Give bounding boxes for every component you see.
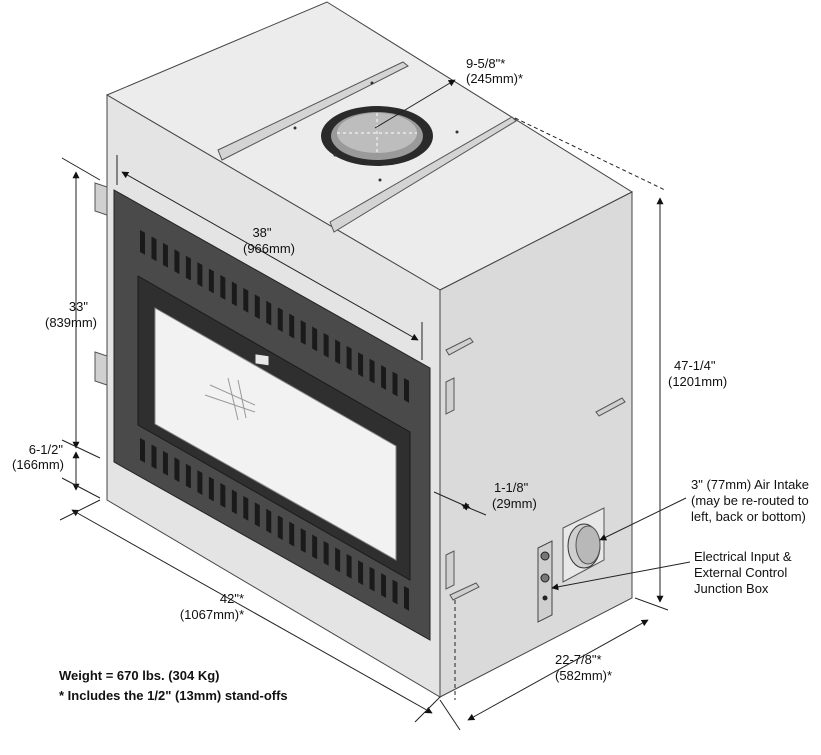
dim-line-22	[467, 619, 649, 721]
louver-slot	[404, 586, 409, 611]
louver-slot	[254, 502, 260, 528]
dim-6-metric: (166mm)	[12, 457, 64, 472]
dim-47-label: 47-1/4"	[674, 358, 716, 373]
dim-6-label: 6-1/2"	[29, 442, 64, 457]
dim-line-flue	[374, 79, 456, 129]
louver-slot	[358, 352, 364, 378]
flue-collar	[321, 106, 433, 166]
louver-slot	[151, 444, 157, 470]
louver-slot	[162, 450, 168, 476]
dim-line-38	[121, 171, 419, 341]
louver-slot	[289, 521, 295, 547]
air-intake	[562, 507, 605, 583]
dim-38-metric: (966mm)	[243, 241, 295, 256]
louver-slot	[174, 457, 180, 483]
dim-ext-42-left	[59, 499, 101, 521]
elec-label-2: External Control	[694, 565, 787, 580]
louver-slot	[254, 294, 260, 320]
air-intake-label-2: (may be re-routed to	[691, 493, 809, 508]
louver-slot	[243, 495, 249, 521]
louver-slot	[208, 476, 214, 502]
louver-slot	[231, 489, 237, 515]
dim-47-metric: (1201mm)	[668, 374, 727, 389]
louver-slot	[140, 230, 145, 255]
top-rail-left	[217, 61, 409, 161]
louver-slot	[369, 566, 375, 592]
standoff-note: * Includes the 1/2" (13mm) stand-offs	[59, 688, 288, 703]
louver-slot	[289, 313, 295, 339]
door-latch[interactable]	[254, 353, 270, 367]
louver-slot	[140, 438, 145, 463]
louver-slot	[174, 249, 180, 275]
louver-slot	[323, 332, 329, 358]
dim-42-metric: (1067mm)*	[180, 607, 244, 622]
louver-slot	[381, 573, 387, 598]
louver-slot	[197, 262, 203, 287]
dim-line-42	[71, 509, 433, 714]
dim-ext-33-bottom	[61, 439, 101, 459]
louver-slot	[220, 275, 226, 300]
elec-label-3: Junction Box	[694, 581, 769, 596]
dim-flue-metric: (245mm)*	[466, 71, 523, 86]
dim-ext-22-corner	[439, 699, 461, 731]
side-tabs	[445, 337, 626, 601]
dim-ext-6-bottom	[61, 477, 101, 499]
dim-ext-42-right	[414, 696, 441, 723]
louver-slot	[346, 345, 352, 371]
glass-reflection-icon	[204, 377, 256, 421]
dim-33-label: 33"	[69, 299, 88, 314]
air-intake-label-1: 3" (77mm) Air Intake	[691, 477, 809, 492]
dim-line-118b	[461, 504, 487, 516]
louver-slot	[312, 326, 318, 352]
weight-note: Weight = 670 lbs. (304 Kg)	[59, 668, 220, 683]
louver-slot	[335, 547, 341, 573]
louver-slot	[277, 307, 283, 333]
dim-118-label: 1-1/8"	[494, 480, 529, 495]
louver-slot	[197, 470, 203, 495]
dim-38-label: 38"	[252, 225, 271, 240]
elec-label-1: Electrical Input &	[694, 549, 792, 564]
louver-slot	[162, 242, 168, 268]
dim-ext-47-bottom	[634, 597, 669, 611]
dim-118-metric: (29mm)	[492, 496, 537, 511]
dim-42-label: 42"*	[220, 591, 244, 606]
louver-slot	[266, 300, 272, 326]
louver-slot	[300, 528, 306, 553]
louver-slot	[220, 483, 226, 508]
dim-ext-33-top	[61, 157, 101, 181]
louver-slot	[392, 579, 398, 605]
louver-slot	[323, 540, 329, 566]
leader-air	[599, 497, 687, 541]
louver-slot	[151, 236, 157, 262]
louver-slot	[277, 515, 283, 541]
louver-slot	[404, 378, 409, 403]
louver-slot	[185, 463, 191, 489]
leader-elec	[551, 561, 691, 591]
louver-slot	[392, 371, 398, 397]
air-intake-label-3: left, back or bottom)	[691, 509, 806, 524]
louver-slot	[266, 508, 272, 534]
louver-slot	[208, 268, 214, 294]
dim-22-label: 22-7/8"*	[555, 652, 602, 667]
junction-box	[537, 540, 553, 623]
dim-33-metric: (839mm)	[45, 315, 97, 330]
louver-slot	[358, 560, 364, 586]
louver-slot	[243, 287, 249, 313]
left-mount-tabs	[94, 182, 108, 386]
louver-slot	[300, 320, 306, 345]
louver-slot	[231, 281, 237, 307]
louver-slot	[312, 534, 318, 560]
louver-slot	[369, 358, 375, 384]
dim-flue-label: 9-5/8"*	[466, 56, 505, 71]
louver-slot	[185, 255, 191, 281]
louver-slot	[346, 553, 352, 579]
louver-slot	[335, 339, 341, 365]
louver-slot	[381, 365, 387, 390]
dim-22-metric: (582mm)*	[555, 668, 612, 683]
